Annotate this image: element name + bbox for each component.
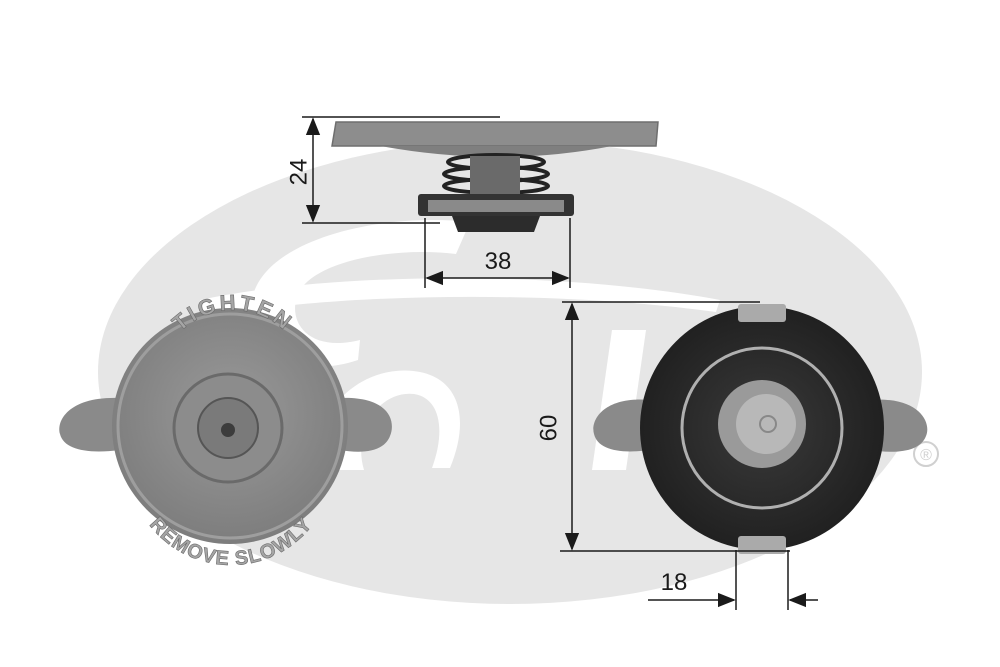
back-inner-ring [680,346,844,510]
back-lug-left [593,399,650,452]
logo-letter-g [251,220,470,367]
dim-cap-label: 60 [535,415,562,442]
side-seal-face [428,200,564,212]
back-valve-inner [736,394,796,454]
registered-mark-circle [913,441,939,467]
back-valve-center [759,415,777,433]
dimension-cap-diameter [560,301,790,552]
side-dome [380,146,612,157]
back-tab-bottom [738,536,786,554]
dim-lug-label: 18 [661,569,688,596]
dimension-seal-diameter [424,218,571,288]
dim-seal-label: 38 [485,248,512,275]
dimension-lug-width [648,550,818,610]
front-cap-rim [116,312,344,540]
side-top-plate [331,121,659,147]
cap-side-view [331,121,659,232]
cap-underside-view [593,304,928,554]
logo-swoosh [200,278,720,318]
side-seal-bottom [452,216,540,232]
dim-height-label: 24 [285,159,312,186]
front-lug-right [340,397,392,452]
dimension-height [302,116,500,224]
back-lug-right [870,399,928,452]
front-center-hole [221,423,235,437]
back-tab-top [738,304,786,322]
side-stem [470,156,520,196]
registered-mark: ® [920,447,932,464]
front-lug-left [59,397,120,452]
